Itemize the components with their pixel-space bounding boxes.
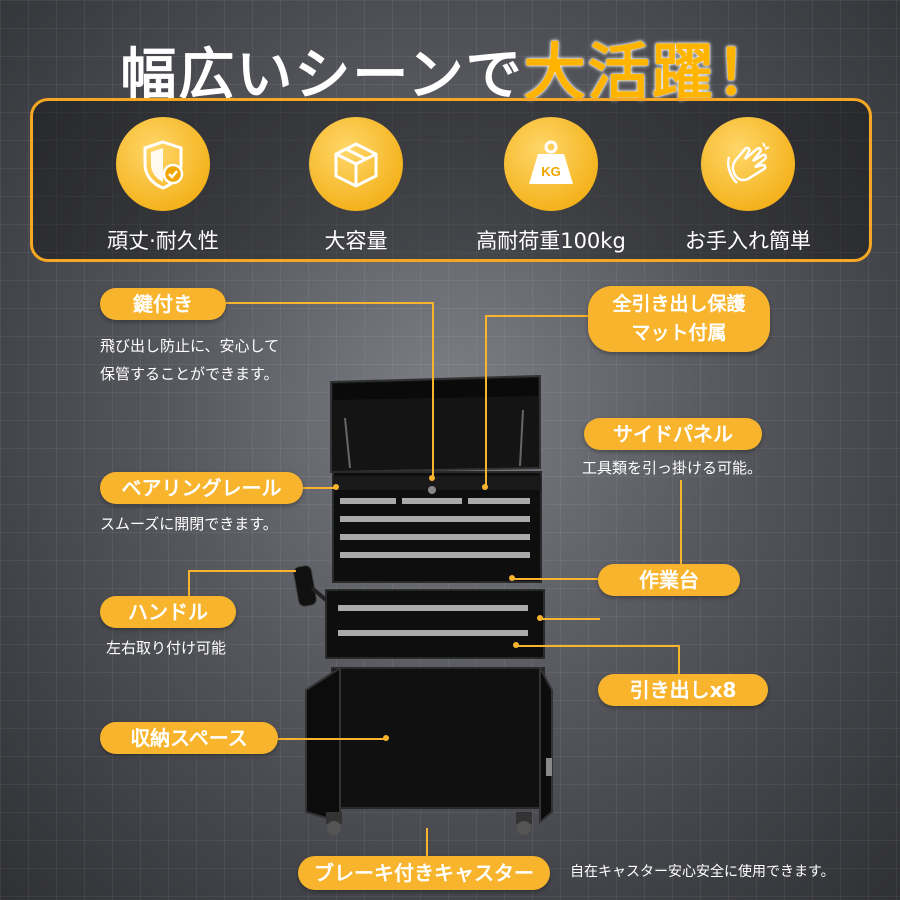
leader-dot <box>482 484 488 490</box>
leader-line <box>226 302 432 304</box>
callout-mat: 全引き出し保護 マット付属 <box>588 286 770 352</box>
leader-line <box>188 570 296 572</box>
leader-dot <box>383 735 389 741</box>
callout-storage: 収納スペース <box>100 722 278 754</box>
callout-drawers: 引き出しx8 <box>598 674 768 706</box>
callout-side-panel-desc: 工具類を引っ掛ける可能。 <box>582 459 763 477</box>
leader-line <box>516 645 678 647</box>
leader-dot <box>333 484 339 490</box>
feature-label: 高耐荷重100kg <box>476 229 626 253</box>
feature-label: お手入れ簡単 <box>685 229 811 253</box>
shield-check-icon <box>116 117 210 211</box>
leader-line <box>188 570 190 610</box>
callout-casters: ブレーキ付きキャスター <box>298 856 550 890</box>
leader-line <box>485 315 487 487</box>
leader-line <box>485 315 588 317</box>
feature-box: 頑丈·耐久性 大容量 KG 高耐荷重100kg <box>30 98 872 262</box>
callout-bearing-desc: スムーズに開閉できます。 <box>100 515 278 533</box>
leader-line <box>278 738 386 740</box>
box-icon <box>309 117 403 211</box>
feature-label: 頑丈·耐久性 <box>107 229 219 253</box>
callout-handle: ハンドル <box>100 596 236 628</box>
callout-lock-desc: 飛び出し防止に、安心して 保管することができます。 <box>100 332 279 388</box>
leader-dot <box>513 642 519 648</box>
callout-mat-line1: 全引き出し保護 <box>612 293 746 315</box>
callout-worktop: 作業台 <box>598 564 740 596</box>
feature-durability: 頑丈·耐久性 <box>73 117 253 255</box>
kg-label: KG <box>541 164 561 179</box>
page-title: 幅広いシーンで大活躍！ <box>0 22 900 112</box>
title-highlight: 大活躍！ <box>523 36 780 109</box>
leader-line <box>540 618 600 620</box>
cleaning-hand-icon <box>701 117 795 211</box>
callout-bearing: ベアリングレール <box>100 472 303 504</box>
leader-line <box>678 645 680 681</box>
feature-label: 大容量 <box>324 229 388 253</box>
feature-capacity: 大容量 <box>266 117 446 255</box>
feature-cleaning: お手入れ簡単 <box>658 117 838 255</box>
callout-lock: 鍵付き <box>100 288 226 320</box>
leader-line <box>432 302 434 478</box>
desc-line: 保管することができます。 <box>100 365 279 383</box>
leader-line <box>512 578 598 580</box>
callout-side-panel: サイドパネル <box>584 418 762 450</box>
callout-mat-line2: マット付属 <box>631 322 727 344</box>
callout-handle-desc: 左右取り付け可能 <box>106 639 227 657</box>
title-main: 幅広いシーンで <box>120 43 524 108</box>
leader-dot <box>537 615 543 621</box>
leader-dot <box>429 475 435 481</box>
leader-dot <box>509 575 515 581</box>
desc-line: 飛び出し防止に、安心して <box>100 337 280 355</box>
leader-line <box>426 828 428 858</box>
leader-line <box>303 487 336 489</box>
leader-line <box>680 480 682 580</box>
kg-weight-icon: KG <box>504 117 598 211</box>
callout-casters-desc: 自在キャスター安心安全に使用できます。 <box>570 864 835 880</box>
feature-load: KG 高耐荷重100kg <box>461 117 641 255</box>
